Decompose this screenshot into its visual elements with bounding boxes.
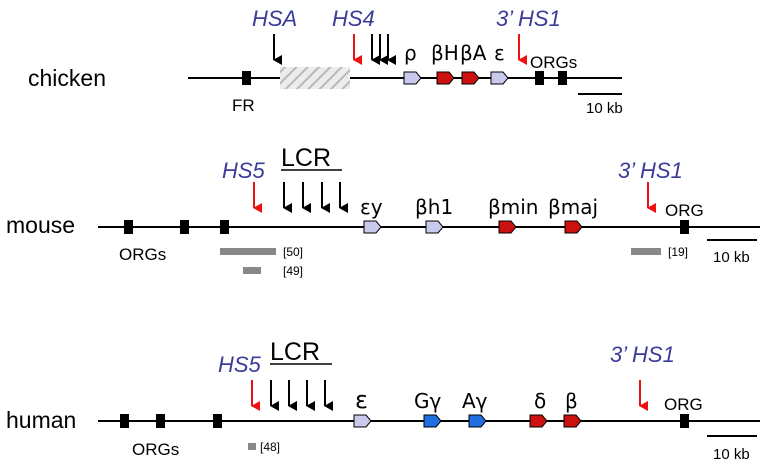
hs5-label: HS5: [218, 352, 262, 377]
orgs-label: ORGs: [119, 245, 166, 264]
gene-label-beta-a: βA: [460, 41, 487, 65]
org-label: ORG: [665, 201, 704, 220]
gene-beta-min: [498, 220, 517, 234]
scale-label: 10 kb: [713, 249, 750, 266]
gene-label-g-gamma: Gγ: [414, 389, 441, 413]
gene-label-delta: δ: [534, 389, 546, 413]
human-locus: human ORGs HS5 LCR ε Gγ Aγ δ β 3’ HS1 OR…: [6, 338, 760, 463]
ref-50: [50]: [283, 245, 303, 259]
mouse-locus: mouse ORGs HS5 LCR εy βh1 βmin βmaj 3’ H…: [6, 144, 760, 278]
gene-label-beta-maj: βmaj: [548, 195, 598, 219]
species-label-human: human: [6, 407, 76, 433]
gene-g-gamma: [423, 414, 442, 428]
gene-label-beta-h1: βh1: [415, 195, 453, 219]
species-label-chicken: chicken: [28, 65, 106, 91]
gene-label-a-gamma: Aγ: [462, 389, 488, 413]
gene-label-beta-h: βH: [431, 41, 459, 65]
gene-epsilon-y: [363, 220, 382, 234]
bar-ref-48: [248, 443, 256, 450]
bar-ref-49: [243, 267, 261, 274]
gene-label-epsilon-y: εy: [360, 195, 383, 219]
org-element: [156, 414, 165, 428]
hs1-label: 3’ HS1: [610, 342, 675, 367]
org-element: [120, 414, 129, 428]
org-label: ORG: [664, 395, 703, 414]
gene-beta-h: [436, 71, 455, 85]
ref-48: [48]: [260, 440, 280, 454]
ref-49: [49]: [283, 264, 303, 278]
gene-beta-maj: [564, 220, 583, 234]
org-element: [180, 220, 189, 234]
hs4-label: HS4: [332, 6, 375, 31]
hs5-element: [220, 220, 229, 234]
hs5-label: HS5: [222, 158, 266, 183]
scale-label: 10 kb: [713, 446, 750, 463]
hsa-label: HSA: [252, 6, 297, 31]
gene-beta-h1: [425, 220, 444, 234]
hs1-label: 3’ HS1: [618, 158, 683, 183]
orgs-label: ORGs: [530, 53, 577, 72]
gene-epsilon: [353, 414, 372, 428]
org-element: [680, 220, 689, 234]
hs1-label: 3’ HS1: [496, 6, 561, 31]
lcr-label: LCR: [270, 338, 320, 366]
gene-label-epsilon: ε: [494, 41, 505, 65]
gene-a-gamma: [468, 414, 487, 428]
bar-ref-50: [220, 248, 276, 255]
chicken-locus: chicken FR HSA HS4 ρ βH βA ε 3’ HS1 ORGs…: [28, 6, 623, 117]
gene-beta: [563, 414, 582, 428]
gene-epsilon: [490, 71, 509, 85]
bar-ref-19: [631, 248, 661, 255]
gene-label-beta-min: βmin: [488, 195, 538, 219]
org-element: [124, 220, 133, 234]
fr-element: [242, 71, 251, 85]
scale-label: 10 kb: [586, 100, 623, 117]
hs5-element: [213, 414, 222, 428]
orgs-label: ORGs: [132, 440, 179, 459]
ref-19: [19]: [668, 245, 688, 259]
gene-label-epsilon: ε: [355, 386, 368, 414]
gene-rho: [403, 71, 422, 85]
org-element: [558, 71, 567, 85]
fr-label: FR: [232, 96, 255, 115]
lcr-label: LCR: [281, 144, 331, 172]
gene-label-beta: β: [565, 389, 578, 413]
species-label-mouse: mouse: [6, 212, 75, 238]
gene-label-rho: ρ: [404, 41, 417, 65]
hatched-region: [280, 67, 350, 89]
gene-delta: [529, 414, 548, 428]
gene-beta-a: [461, 71, 480, 85]
org-element: [535, 71, 544, 85]
org-element: [680, 414, 689, 428]
